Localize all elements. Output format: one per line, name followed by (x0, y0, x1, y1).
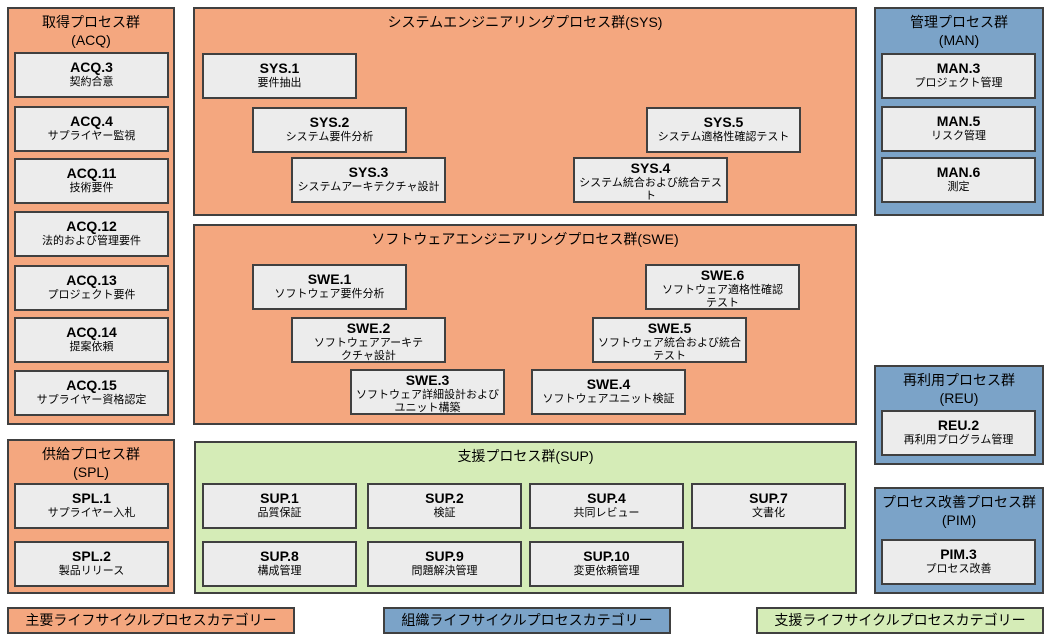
spl-group-title: 供給プロセス群(SPL) (42, 446, 140, 480)
man-group-title: 管理プロセス群(MAN) (910, 14, 1008, 48)
sys-group-title: システムエンジニアリングプロセス群(SYS) (387, 14, 663, 30)
reu-group-title: 再利用プロセス群(REU) (903, 372, 1015, 406)
acq-group-title: 取得プロセス群(ACQ) (42, 14, 140, 48)
legend-organizational: 組織ライフサイクルプロセスカテゴリー (383, 607, 671, 634)
sup-group-title: 支援プロセス群(SUP) (457, 448, 594, 464)
legend-supporting: 支援ライフサイクルプロセスカテゴリー (756, 607, 1044, 634)
legend-primary: 主要ライフサイクルプロセスカテゴリー (7, 607, 295, 634)
pim-group-title: プロセス改善プロセス群(PIM) (882, 494, 1036, 528)
swe-group-title: ソフトウェアエンジニアリングプロセス群(SWE) (371, 231, 679, 247)
